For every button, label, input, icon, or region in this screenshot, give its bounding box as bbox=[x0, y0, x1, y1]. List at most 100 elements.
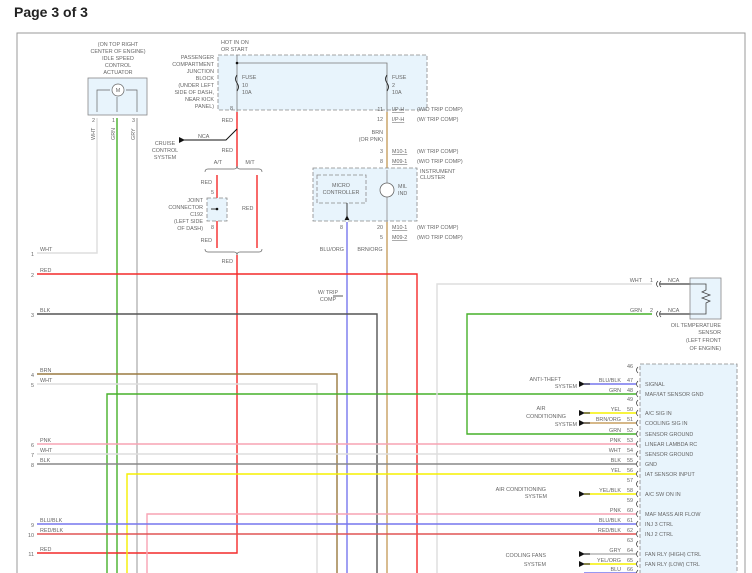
diagram-label: 1 bbox=[650, 278, 653, 284]
diagram-label: ACTUATOR bbox=[103, 70, 132, 76]
diagram-label: MICRO bbox=[332, 183, 350, 189]
diagram-label: PASSENGER bbox=[181, 55, 214, 61]
diagram-label: OF ENGINE) bbox=[690, 346, 722, 352]
diagram-label: COMPARTMENT bbox=[172, 62, 214, 68]
fuse-icon bbox=[385, 74, 389, 92]
pin-function-label: IAT SENSOR INPUT bbox=[645, 472, 696, 478]
pin-number: 62 bbox=[627, 528, 633, 534]
external-systems: ANTI-THEFT SYSTEM AIR CONDITIONING SYSTE… bbox=[496, 377, 590, 568]
diagram-label: CLUSTER bbox=[420, 175, 445, 181]
diagram-label: RED bbox=[222, 118, 233, 124]
pin-function-label: MAF MASS AIR FLOW bbox=[645, 512, 701, 518]
diagram-label: CONTROL bbox=[152, 148, 178, 154]
pin-number: 63 bbox=[627, 538, 633, 544]
diagram-label: 8 bbox=[230, 106, 233, 112]
diagram-label: SIDE OF DASH, bbox=[174, 90, 214, 96]
diagram-shape bbox=[179, 128, 238, 143]
pin-terminal bbox=[636, 440, 639, 448]
diagram-label: 8 bbox=[380, 159, 383, 165]
diagram-label: M/T bbox=[245, 160, 255, 166]
wire-red-row11 bbox=[37, 255, 238, 554]
diagram-label: AIR CONDITIONING bbox=[496, 487, 546, 493]
diagram-label: (W/ TRIP COMP) bbox=[417, 117, 459, 123]
diagram-label: SYSTEM bbox=[524, 562, 547, 568]
pin-function-label: A/C SIG IN bbox=[645, 411, 672, 417]
diagram-label: I/P-H bbox=[392, 117, 404, 123]
diagram-label: 5 bbox=[380, 235, 383, 241]
diagram-shape bbox=[235, 61, 239, 65]
pin-number: 49 bbox=[627, 397, 633, 403]
wire-wht-row5 bbox=[37, 383, 318, 573]
diagram-label: RED bbox=[242, 206, 253, 212]
thermistor-icon bbox=[690, 283, 712, 315]
pin-terminal bbox=[636, 390, 639, 398]
pin-terminal bbox=[636, 366, 639, 374]
pin-terminal bbox=[636, 480, 639, 488]
pin-function-label: FAN RLY (LOW) CTRL bbox=[645, 562, 700, 568]
pin-wire-color: BLK bbox=[611, 458, 622, 464]
pin-terminal bbox=[636, 569, 639, 573]
pin-terminal bbox=[636, 399, 639, 407]
pin-wire-color: YEL bbox=[611, 407, 621, 413]
diagram-label: 2 bbox=[31, 273, 34, 279]
diagram-shape bbox=[237, 62, 388, 112]
pin-terminal bbox=[636, 409, 639, 417]
diagram-label: 10 bbox=[28, 533, 34, 539]
diagram-label: M bbox=[116, 88, 121, 94]
diagram-label: 11 bbox=[28, 552, 34, 558]
diagram-shape bbox=[126, 89, 138, 112]
diagram-label: AIR bbox=[537, 406, 546, 412]
pin-terminal bbox=[636, 430, 639, 438]
pin-function-label: A/C SW ON IN bbox=[645, 492, 681, 498]
diagram-label: WHT bbox=[40, 378, 53, 384]
diagram-label: COMP bbox=[320, 297, 337, 303]
diagram-label: ANTI-THEFT bbox=[530, 377, 562, 383]
diagram-label: GRN bbox=[630, 308, 642, 314]
instrument-cluster-circuit: 11 I/P-H (W/O TRIP COMP) 12 I/P-H (W/ TR… bbox=[312, 107, 463, 303]
diagram-label: (W/ TRIP COMP) bbox=[417, 225, 459, 231]
pin-number: 60 bbox=[627, 508, 633, 514]
wire-grn-oil-sensor bbox=[466, 313, 652, 435]
pin-function-label: MAF/IAT SENSOR GND bbox=[645, 392, 704, 398]
wire-brn-row4 bbox=[37, 373, 338, 573]
pin-function-label: FAN RLY (HIGH) CTRL bbox=[645, 552, 701, 558]
pin-terminal bbox=[636, 500, 639, 508]
diagram-label: CONTROL bbox=[105, 63, 131, 69]
diagram-label: GRN bbox=[111, 128, 117, 140]
diagram-label: SYSTEM bbox=[555, 422, 578, 428]
diagram-label: CRUISE bbox=[155, 141, 176, 147]
wire-grn-pin48 bbox=[106, 393, 636, 573]
diagram-label: JOINT bbox=[187, 198, 203, 204]
diagram-shape bbox=[689, 277, 722, 320]
diagram-label: RED/BLK bbox=[40, 528, 63, 534]
pin-number: 64 bbox=[627, 548, 633, 554]
pin-wire-color: BLU/BLK bbox=[599, 378, 622, 384]
diagram-label: BLOCK bbox=[196, 76, 215, 82]
diagram-label: OIL TEMPERATURE bbox=[671, 323, 722, 329]
pin-terminal bbox=[636, 470, 639, 478]
diagram-label: WHT bbox=[40, 448, 53, 454]
diagram-label: NCA bbox=[198, 134, 210, 140]
pin-number: 66 bbox=[627, 567, 633, 573]
pin-number: 52 bbox=[627, 428, 633, 434]
diagram-label: 8 bbox=[31, 463, 34, 469]
diagram-label: FUSE bbox=[392, 75, 407, 81]
pin-terminal bbox=[636, 460, 639, 468]
diagram-label: GRY bbox=[131, 128, 137, 140]
page-title: Page 3 of 3 bbox=[14, 4, 88, 20]
diagram-label: IDLE SPEED bbox=[102, 56, 134, 62]
diagram-label: RED bbox=[201, 180, 212, 186]
diagram-label: (LEFT SIDE bbox=[174, 219, 203, 225]
pin-number: 58 bbox=[627, 488, 633, 494]
wire-wht-oil-sensor bbox=[436, 283, 652, 573]
diagram-label: 1 bbox=[31, 252, 34, 258]
pin-number: 56 bbox=[627, 468, 633, 474]
wire-pnk-pin60 bbox=[146, 513, 636, 573]
pin-terminal bbox=[636, 419, 639, 427]
diagram-shape bbox=[312, 167, 418, 222]
pin-wire-color: GRY bbox=[609, 548, 621, 554]
mil-lamp-icon bbox=[379, 182, 395, 198]
diagram-label: (W/O TRIP COMP) bbox=[417, 235, 463, 241]
diagram-label: FUSE bbox=[242, 75, 257, 81]
